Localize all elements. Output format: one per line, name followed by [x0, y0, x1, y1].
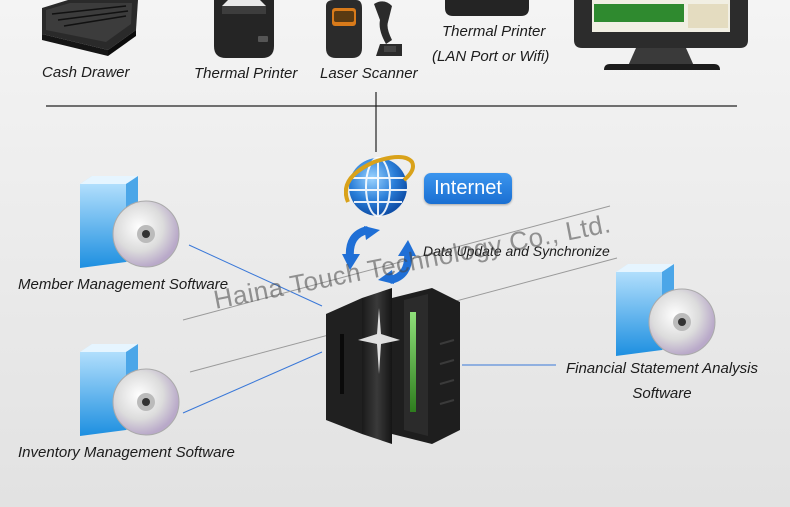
watermark-rule-top [182, 205, 611, 321]
pos-terminal-icon [574, 0, 748, 70]
financial-software-label-line2: Software [632, 385, 692, 402]
software-box-icon [80, 344, 180, 436]
financial-software-label-line1: Financial Statement Analysis [565, 360, 759, 377]
server-icon [326, 288, 460, 444]
laser-scanner-icon [326, 0, 402, 58]
network-printer-label-line2: (LAN Port or Wifi) [432, 48, 550, 65]
thermal-printer-icon [214, 0, 274, 58]
software-box-icon [616, 264, 716, 356]
sync-label: Data Update and Synchronize [423, 243, 610, 259]
laser-scanner-label: Laser Scanner [320, 65, 418, 82]
member-software-label: Member Management Software [18, 276, 229, 293]
globe-icon [344, 155, 415, 217]
sync-arrows-icon [342, 226, 416, 284]
network-printer-label-line1: Thermal Printer [442, 23, 546, 40]
thermal-printer-label: Thermal Printer [194, 65, 298, 82]
member-to-server-line [188, 244, 323, 307]
inventory-software-label: Inventory Management Software [18, 444, 235, 461]
internet-badge: Internet [424, 173, 512, 204]
thermal-printer-icon [445, 0, 529, 16]
cash-drawer-label: Cash Drawer [42, 64, 130, 81]
software-box-icon [80, 176, 180, 268]
cash-drawer-icon [42, 0, 138, 56]
inventory-to-server-line [182, 351, 323, 414]
